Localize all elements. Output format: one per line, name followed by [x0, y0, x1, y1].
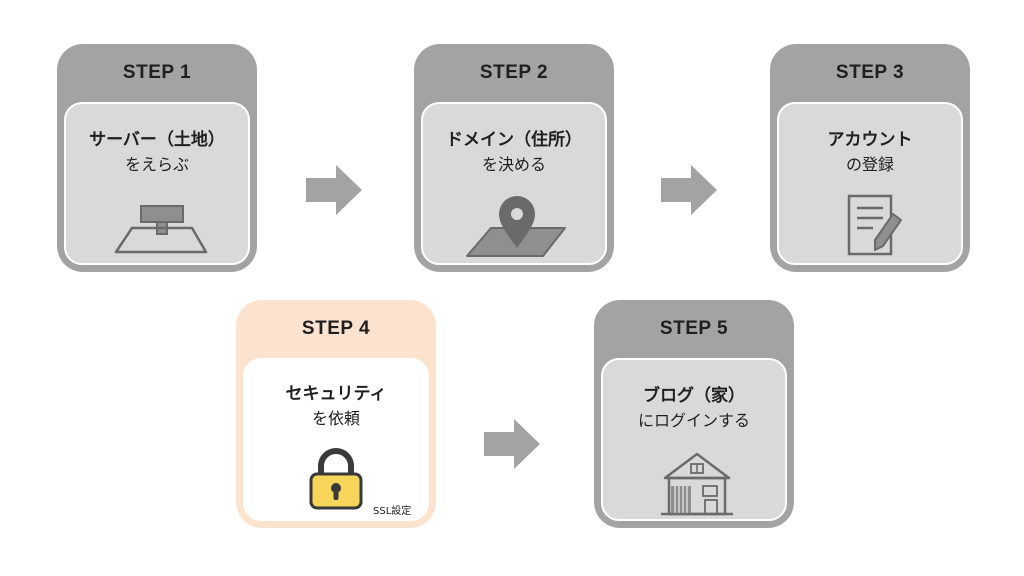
step-3-label: STEP 3 [835, 62, 905, 83]
step-3-panel: アカウント の登録 [777, 102, 963, 265]
map-pin-icon [466, 196, 566, 257]
step-4-title: セキュリティ [285, 384, 387, 404]
server-land-icon [114, 205, 208, 254]
arrow-right-icon [661, 165, 717, 215]
step-5-panel: ブログ（家） にログインする [601, 358, 787, 521]
step-2-card: STEP 2 ドメイン（住所） を決める [414, 44, 614, 272]
step-5-label: STEP 5 [659, 318, 729, 339]
step-2-title: ドメイン（住所） [446, 130, 582, 150]
step-5-card: STEP 5 ブログ（家） にログインする [594, 300, 794, 528]
padlock-icon [309, 448, 363, 510]
step-3-card: STEP 3 アカウント の登録 [770, 44, 970, 272]
step-4-subtitle: を依頼 [311, 409, 360, 428]
step-1-card: STEP 1 サーバー（土地） をえらぶ [57, 44, 257, 272]
arrow-right-icon [306, 165, 362, 215]
step-2-subtitle: を決める [481, 155, 546, 174]
document-pen-icon [847, 194, 902, 256]
step-4-label: STEP 4 [301, 318, 371, 339]
step-5-subtitle: にログインする [637, 411, 750, 430]
step-2-panel: ドメイン（住所） を決める [421, 102, 607, 265]
step-3-subtitle: の登録 [845, 155, 894, 174]
step-1-label: STEP 1 [122, 62, 192, 83]
house-icon [661, 452, 733, 516]
step-1-panel: サーバー（土地） をえらぶ [64, 102, 250, 265]
step-5-title: ブログ（家） [643, 386, 745, 406]
arrow-right-icon [484, 419, 540, 469]
step-2-label: STEP 2 [479, 62, 549, 83]
step-4-panel: セキュリティ を依頼 SSL設定 [243, 358, 429, 521]
step-1-subtitle: をえらぶ [124, 155, 189, 174]
step-1-title: サーバー（土地） [89, 130, 225, 150]
step-4-card: STEP 4 セキュリティ を依頼 SSL設定 [236, 300, 436, 528]
step-3-title: アカウント [827, 130, 913, 150]
ssl-note: SSL設定 [373, 506, 412, 517]
